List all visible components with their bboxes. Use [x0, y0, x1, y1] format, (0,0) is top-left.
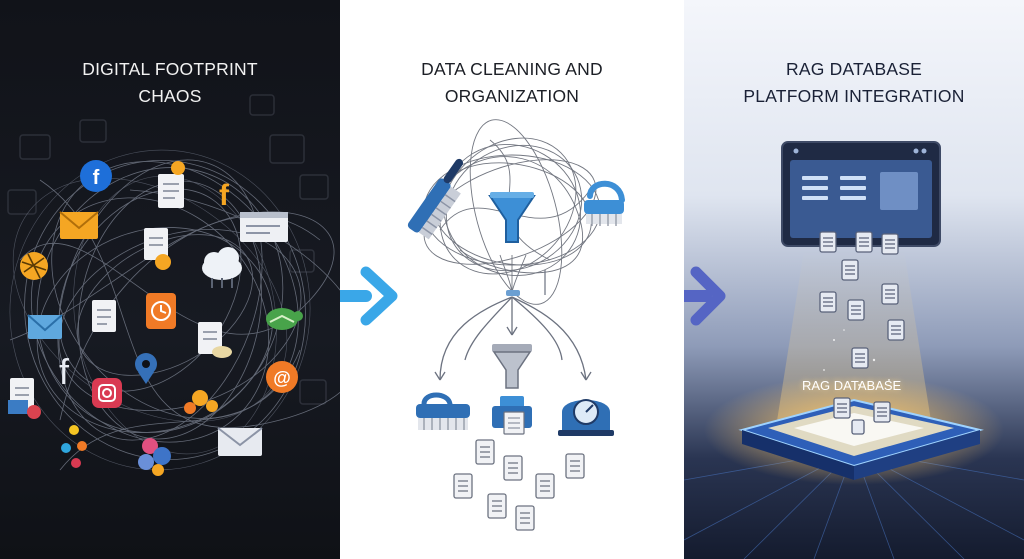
cleaning-panel: DATA CLEANING AND ORGANIZATION	[340, 0, 684, 559]
document-icon	[851, 419, 865, 435]
cloud-icon	[202, 247, 242, 288]
mail-icon	[217, 427, 263, 456]
document-icon	[819, 291, 837, 313]
cleaning-title: DATA CLEANING AND ORGANIZATION	[340, 56, 684, 110]
document-icon	[535, 473, 555, 499]
document-icon	[198, 322, 232, 358]
document-icon	[819, 231, 837, 253]
at-sign-icon: @	[266, 361, 298, 393]
chaos-scribble: f f f	[7, 94, 340, 476]
document-icon	[881, 233, 899, 255]
document-icon	[833, 397, 851, 419]
document-icon	[873, 401, 891, 423]
document-icon	[841, 259, 859, 281]
tangled-data-ball	[423, 119, 601, 305]
hub-icon	[184, 390, 218, 414]
document-icon	[851, 347, 869, 369]
integration-title-line-1: RAG DATABASE	[786, 59, 922, 79]
chaos-panel: f f f	[0, 0, 340, 559]
document-icon	[855, 231, 873, 253]
gauge-icon	[558, 399, 614, 436]
document-icon	[487, 493, 507, 519]
document-icon	[92, 300, 116, 332]
svg-text:@: @	[273, 368, 291, 388]
browser-window-icon	[240, 212, 288, 242]
rag-database-label: RAG DATABASE	[802, 378, 902, 393]
basketball-icon	[20, 252, 48, 280]
sorter-machine-icon	[492, 396, 532, 435]
cleaning-title-line-1: DATA CLEANING AND	[421, 59, 603, 79]
facebook-icon: f	[219, 179, 230, 212]
document-icon	[475, 439, 495, 465]
colorful-dots-icon	[61, 425, 87, 468]
turtle-icon	[266, 308, 303, 330]
monitor-icon	[781, 141, 941, 247]
cleaning-title-line-2: ORGANIZATION	[444, 86, 580, 106]
location-pin-icon	[135, 353, 157, 384]
document-icon	[8, 378, 41, 419]
brush-icon	[584, 180, 625, 226]
svg-text:f: f	[93, 167, 100, 189]
document-icon	[565, 453, 585, 479]
brush-icon	[407, 158, 464, 240]
branch-arrows	[434, 296, 592, 381]
document-stream	[819, 231, 905, 435]
instagram-icon	[92, 378, 122, 408]
integration-title: RAG DATABASE PLATFORM INTEGRATION	[684, 56, 1024, 110]
document-icon	[847, 299, 865, 321]
chaos-title-line-1: DIGITAL FOOTPRINT	[82, 59, 258, 79]
sparkles	[823, 329, 890, 386]
mail-icon	[27, 314, 63, 339]
svg-text:f: f	[59, 351, 70, 392]
integration-illustration	[684, 141, 1024, 559]
chaos-title-line-2: CHAOS	[138, 86, 202, 106]
flow-arrow-2	[684, 266, 726, 326]
brush-icon	[416, 392, 470, 430]
document-icon	[887, 319, 905, 341]
funnel-icon	[488, 192, 536, 243]
flow-arrow-1	[340, 266, 398, 326]
clock-icon	[146, 293, 176, 329]
knot	[506, 290, 520, 296]
integration-panel: RAG DATABASE PLATFORM INTEGRATION RAG DA…	[684, 0, 1024, 559]
svg-text:f: f	[219, 179, 230, 212]
funnel-icon	[492, 344, 532, 389]
cube-cluster-icon	[138, 438, 171, 476]
document-icon	[158, 161, 185, 208]
facebook-icon: f	[80, 160, 112, 192]
cleaning-illustration	[340, 119, 625, 531]
document-icon	[515, 505, 535, 531]
facebook-icon: f	[59, 351, 70, 392]
integration-title-line-2: PLATFORM INTEGRATION	[743, 86, 965, 106]
document-stack	[453, 439, 585, 531]
document-icon	[144, 228, 171, 270]
document-icon	[881, 283, 899, 305]
chaos-title: DIGITAL FOOTPRINT CHAOS	[0, 56, 340, 110]
document-icon	[453, 473, 473, 499]
mail-icon	[59, 211, 99, 239]
document-icon	[503, 455, 523, 481]
